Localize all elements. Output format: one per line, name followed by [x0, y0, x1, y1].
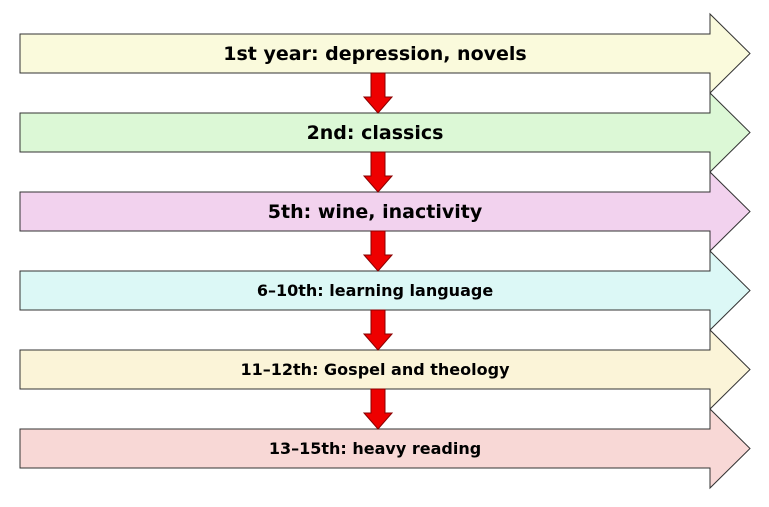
- stage-label-6: 13–15th: heavy reading: [269, 439, 481, 458]
- stage-arrow-6: [19, 407, 751, 490]
- down-arrow-connector-4: [362, 309, 394, 351]
- stage-arrow-4: [19, 249, 751, 332]
- stage-label-3: 5th: wine, inactivity: [268, 201, 483, 223]
- stage-arrows: 1st year: depression, novels 2nd: classic…: [19, 12, 751, 490]
- stage-arrow-3: [19, 170, 751, 253]
- stage-label-4: 6–10th: learning language: [257, 281, 493, 300]
- down-arrow-connector-5: [362, 388, 394, 430]
- stage-label-1: 1st year: depression, novels: [223, 43, 526, 65]
- down-arrow-connector-1: [362, 72, 394, 114]
- down-arrow-connector-3: [362, 230, 394, 272]
- down-arrow-connector-2: [362, 151, 394, 193]
- stage-arrow-1: [19, 12, 751, 95]
- stage-label-5: 11–12th: Gospel and theology: [241, 360, 511, 379]
- stage-connectors: [362, 72, 394, 430]
- stage-arrow-5: [19, 328, 751, 411]
- stage-label-2: 2nd: classics: [307, 122, 444, 144]
- stage-arrow-2: [19, 91, 751, 174]
